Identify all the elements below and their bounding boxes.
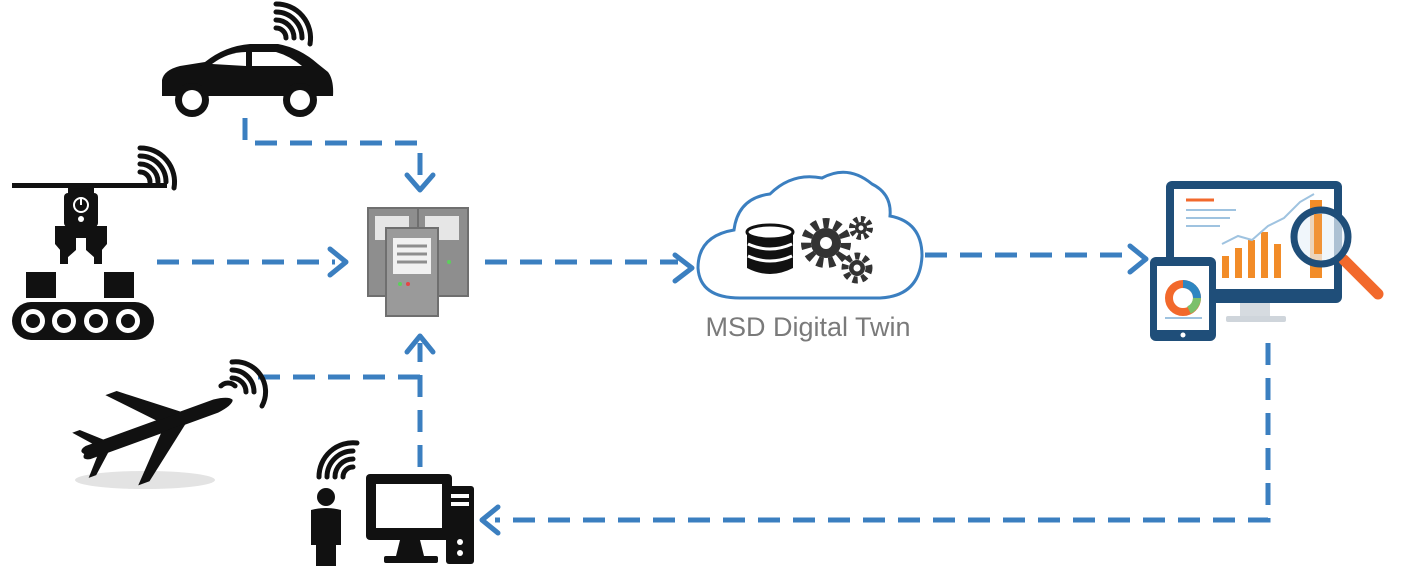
connector-car-to-server (242, 118, 423, 185)
person-computer-icon (311, 474, 474, 566)
arrowhead-cloud (672, 252, 695, 284)
server-rack-icon (367, 207, 469, 317)
magnifier-icon (1290, 206, 1384, 300)
robotic-arm-conveyor-icon (12, 183, 167, 340)
arrowhead-robot (327, 246, 349, 278)
airplane-icon (72, 391, 233, 489)
arrowhead-dashboard (1127, 243, 1149, 275)
person-icon (311, 488, 341, 566)
car-icon (162, 44, 334, 117)
airplane-wifi-icon (218, 359, 269, 409)
cloud-database-gears-icon (696, 170, 924, 300)
person-wifi-icon (316, 440, 360, 480)
connectors (157, 118, 1271, 536)
car-wifi-icon (273, 1, 314, 47)
connector-dashboard-to-computer (495, 343, 1271, 523)
arrowhead-computer (479, 504, 501, 536)
cloud-label: MSD Digital Twin (705, 312, 910, 342)
analytics-dashboard-icon (1150, 181, 1384, 341)
arrowhead-computer-up (404, 333, 436, 355)
robot-wifi-icon (137, 145, 178, 191)
arrowhead-car (404, 172, 436, 193)
computer-icon (366, 474, 474, 564)
gears-icon (801, 216, 873, 284)
database-icon (745, 223, 795, 274)
